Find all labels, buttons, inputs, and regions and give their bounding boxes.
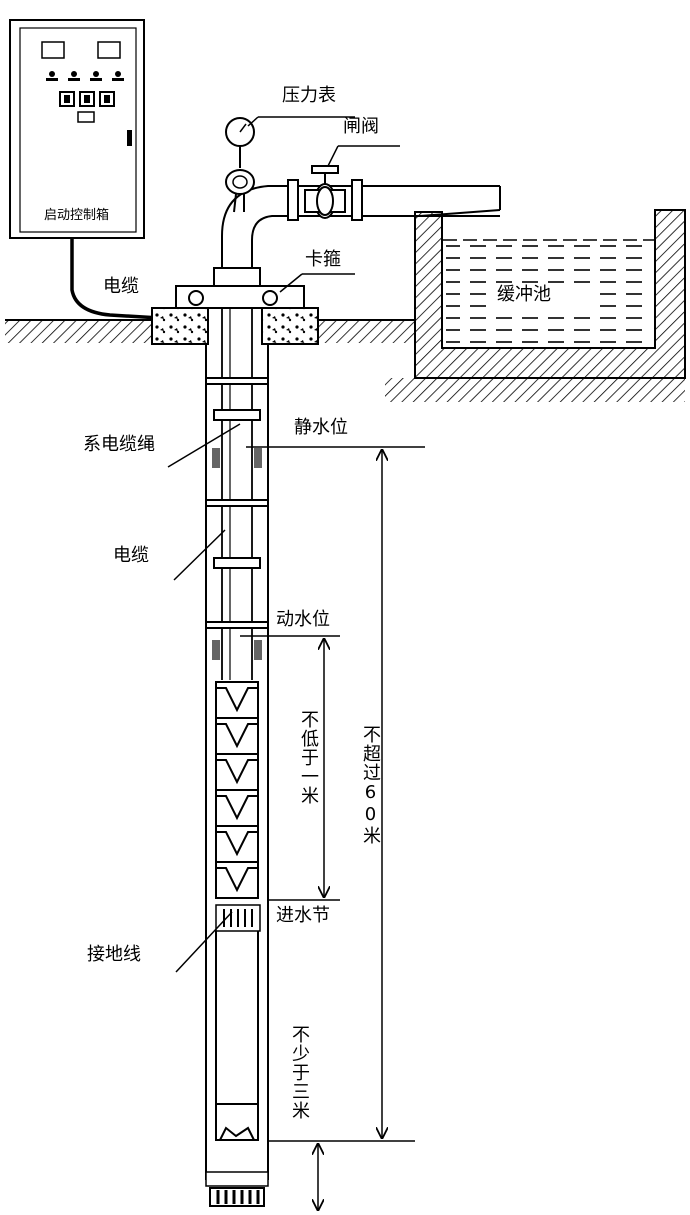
motor: [205, 931, 269, 1207]
dynamic-water-level-label: 动水位: [276, 609, 330, 630]
pump-body: [215, 681, 259, 899]
not-less-than-1m-label: 不低于一米: [298, 710, 319, 805]
dimension-lines: [240, 446, 425, 1210]
well-casing: [205, 308, 269, 1180]
control-box: [9, 19, 161, 320]
impeller-icon: [216, 759, 258, 785]
pressure-gauge-label: 压力表: [282, 85, 336, 106]
water-inlet-label: 进水节: [276, 905, 330, 926]
meter-icon: [97, 41, 121, 59]
leader-lines: [167, 116, 400, 973]
impeller-icon: [216, 687, 258, 713]
cable-tie-rope-label: 系电缆绳: [83, 434, 155, 455]
pressure-gauge: [225, 117, 255, 213]
door-handle-icon: [127, 130, 132, 146]
not-more-than-60m-label: 不超过60米: [360, 725, 381, 845]
buffer-tank: [385, 209, 686, 402]
cable-label: 电缆: [113, 545, 149, 566]
impeller-icon: [216, 831, 258, 857]
not-less-than-3m-label: 不少于三米: [289, 1025, 310, 1120]
water-inlet-section: [215, 904, 261, 932]
ground-surface: [5, 319, 416, 343]
meter-icon: [41, 41, 65, 59]
buffer-tank-label: 缓冲池: [497, 284, 551, 305]
ground-wire-label: 接地线: [87, 944, 141, 965]
gate-valve-label: 闸阀: [343, 116, 379, 137]
impeller-icon: [216, 723, 258, 749]
static-water-level-label: 静水位: [294, 417, 348, 438]
cable-top-label: 电缆: [103, 276, 139, 297]
impeller-icon: [216, 795, 258, 821]
control-box-label: 启动控制箱: [44, 208, 110, 223]
impeller-icon: [216, 867, 258, 893]
clamp-label: 卡箍: [305, 249, 341, 270]
concrete-base: [151, 285, 319, 345]
